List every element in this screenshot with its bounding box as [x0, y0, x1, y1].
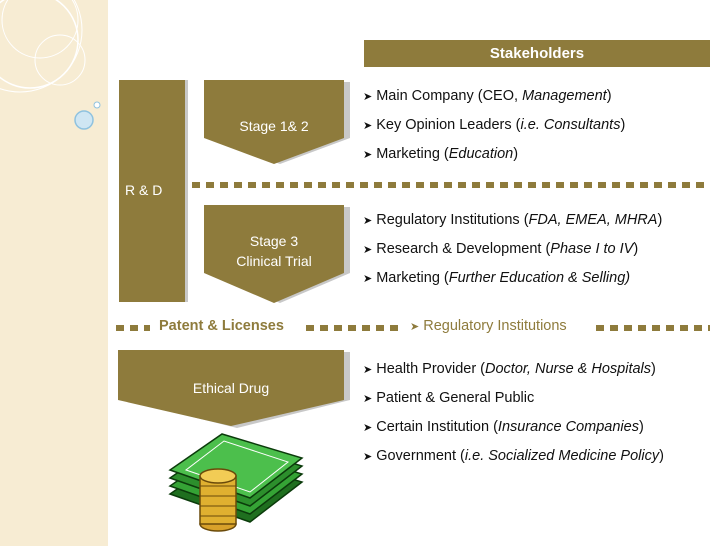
stakeholders-header: Stakeholders	[364, 40, 710, 67]
stage-3-chevron	[204, 205, 350, 303]
arrow-bullet-icon: ➤	[410, 321, 420, 333]
stage-1-2-chevron	[204, 80, 350, 164]
item-end: )	[651, 361, 656, 377]
list-item: ➤Marketing (Further Education & Selling)	[363, 268, 662, 297]
stage-3-line2: Clinical Trial	[236, 253, 312, 269]
arrow-bullet-icon: ➤	[363, 91, 373, 103]
stage-3-line1: Stage 3	[249, 233, 299, 249]
item-end: )	[659, 448, 664, 464]
separator-dashed-line	[116, 325, 150, 331]
regulatory-institutions-label: ➤Regulatory Institutions	[410, 318, 567, 334]
item-text: Research & Development (	[376, 241, 551, 257]
patent-licenses-label: Patent & Licenses	[159, 318, 284, 334]
item-detail: i.e. Consultants	[520, 117, 621, 133]
stakeholder-list-2: ➤Regulatory Institutions (FDA, EMEA, MHR…	[363, 210, 662, 297]
rd-label: R & D	[125, 182, 163, 198]
item-end: )	[620, 117, 626, 133]
arrow-bullet-icon: ➤	[363, 215, 373, 227]
item-text: Certain Institution (	[376, 419, 498, 435]
item-text: Main Company (CEO,	[376, 88, 523, 104]
item-detail: Insurance Companies	[497, 419, 639, 435]
stakeholder-list-3: ➤Health Provider (Doctor, Nurse & Hospit…	[363, 359, 664, 475]
item-end: )	[657, 212, 663, 228]
item-end: )	[638, 419, 644, 435]
bubble-icon	[74, 101, 101, 130]
list-item: ➤Main Company (CEO, Management)	[363, 86, 625, 115]
item-text: Marketing (	[376, 146, 449, 162]
item-text: Key Opinion Leaders (	[376, 117, 521, 133]
stage-1-2-label: Stage 1& 2	[239, 118, 309, 134]
arrow-bullet-icon: ➤	[363, 451, 373, 463]
list-item: ➤Certain Institution (Insurance Companie…	[363, 417, 664, 446]
list-item: ➤Patient & General Public	[363, 388, 664, 417]
item-end: )	[633, 241, 639, 257]
arrow-bullet-icon: ➤	[363, 422, 373, 434]
stakeholder-list-1: ➤Main Company (CEO, Management) ➤Key Opi…	[363, 86, 625, 173]
list-item: ➤Health Provider (Doctor, Nurse & Hospit…	[363, 359, 664, 388]
arrow-bullet-icon: ➤	[363, 120, 373, 132]
arrow-bullet-icon: ➤	[363, 364, 373, 376]
item-detail: Further Education & Selling)	[448, 270, 631, 286]
ethical-drug-chevron	[118, 350, 350, 428]
coin-stack-icon	[199, 468, 237, 532]
list-item: ➤Research & Development (Phase I to IV)	[363, 239, 662, 268]
item-detail: Education	[448, 146, 514, 162]
item-detail: FDA, EMEA, MHRA	[528, 212, 658, 228]
arrow-bullet-icon: ➤	[363, 149, 373, 161]
separator-dashed-line	[596, 325, 710, 331]
item-detail: Phase I to IV	[550, 241, 634, 257]
decorative-circles	[0, 0, 86, 93]
item-end: )	[606, 88, 612, 104]
regulatory-text: Regulatory Institutions	[423, 318, 567, 334]
arrow-bullet-icon: ➤	[363, 393, 373, 405]
item-text: Patient & General Public	[376, 390, 535, 406]
money-stack-icon	[168, 433, 304, 532]
item-detail: Doctor, Nurse & Hospitals	[485, 361, 652, 377]
item-detail: Management	[522, 88, 607, 104]
decorative-sidebar	[0, 0, 108, 546]
separator-dashed-line	[192, 182, 710, 188]
arrow-bullet-icon: ➤	[363, 273, 373, 285]
arrow-bullet-icon: ➤	[363, 244, 373, 256]
item-end: )	[513, 146, 519, 162]
list-item: ➤Regulatory Institutions (FDA, EMEA, MHR…	[363, 210, 662, 239]
item-detail: i.e. Socialized Medicine Policy	[464, 448, 660, 464]
list-item: ➤Marketing (Education)	[363, 144, 625, 173]
list-item: ➤Government (i.e. Socialized Medicine Po…	[363, 446, 664, 475]
list-item: ➤Key Opinion Leaders (i.e. Consultants)	[363, 115, 625, 144]
stage-3-label: Stage 3 Clinical Trial	[204, 231, 344, 271]
separator-dashed-line	[306, 325, 400, 331]
rd-block	[119, 80, 185, 302]
item-text: Marketing (	[376, 270, 449, 286]
ethical-drug-label: Ethical Drug	[192, 380, 270, 396]
item-text: Government (	[376, 448, 465, 464]
item-text: Regulatory Institutions (	[376, 212, 529, 228]
item-text: Health Provider (	[376, 361, 486, 377]
